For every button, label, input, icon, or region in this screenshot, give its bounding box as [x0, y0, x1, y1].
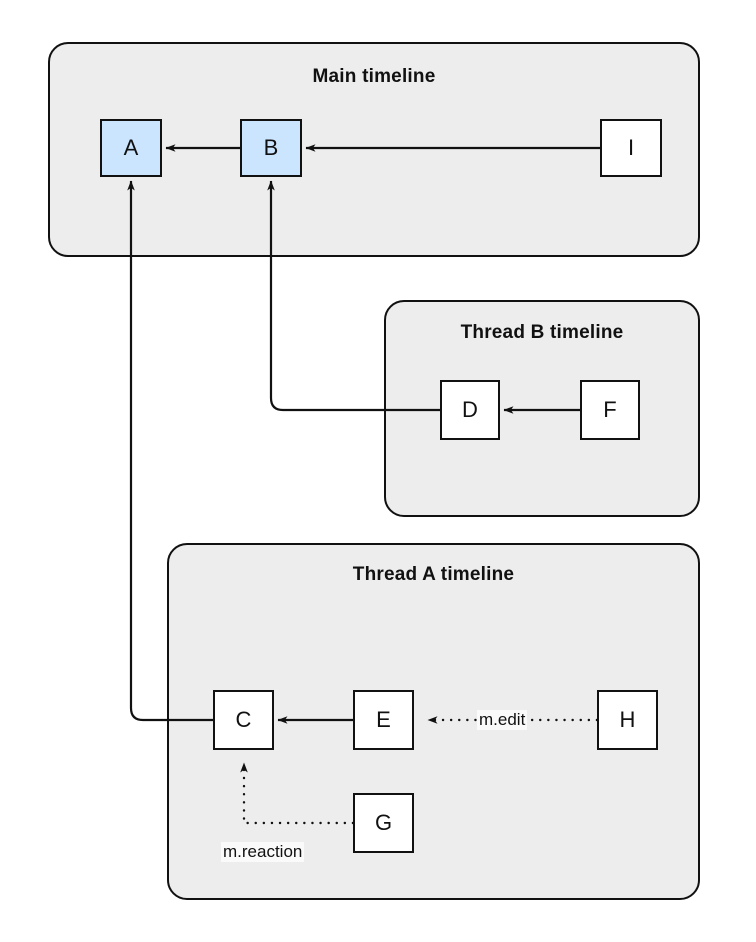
event-label-h: H: [619, 707, 636, 732]
event-label-e: E: [376, 707, 391, 732]
event-label-b: B: [263, 135, 279, 160]
event-label-f: F: [603, 397, 617, 422]
event-box-a[interactable]: A: [100, 119, 162, 177]
event-box-h[interactable]: H: [597, 690, 658, 750]
event-box-e[interactable]: E: [353, 690, 414, 750]
event-box-g[interactable]: G: [353, 793, 414, 853]
event-box-b[interactable]: B: [240, 119, 302, 177]
group-thread-b-timeline: Thread B timeline: [384, 300, 700, 517]
edge-label-m-reaction: m.reaction: [221, 842, 305, 862]
event-label-d: D: [462, 397, 478, 422]
group-title-thread-b: Thread B timeline: [460, 322, 624, 343]
event-box-i[interactable]: I: [600, 119, 662, 177]
event-box-c[interactable]: C: [213, 690, 274, 750]
event-box-d[interactable]: D: [440, 380, 500, 440]
event-label-a: A: [123, 135, 139, 160]
event-label-c: C: [235, 707, 252, 732]
event-label-i: I: [627, 135, 635, 160]
group-title-main: Main timeline: [312, 66, 436, 87]
event-label-g: G: [374, 810, 393, 835]
group-title-thread-a: Thread A timeline: [352, 564, 515, 585]
edge-label-m-edit: m.edit: [477, 710, 528, 730]
event-box-f[interactable]: F: [580, 380, 640, 440]
